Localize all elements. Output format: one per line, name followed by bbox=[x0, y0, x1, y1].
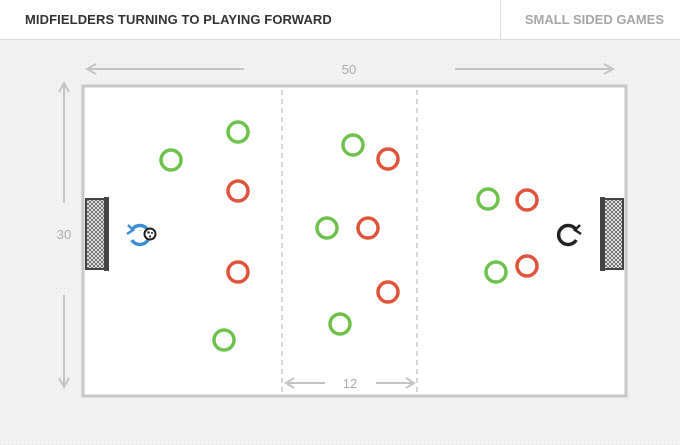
width-dimension: 50 bbox=[84, 62, 616, 77]
zone-dimension: 12 bbox=[284, 376, 416, 391]
zone-label: 12 bbox=[343, 376, 357, 391]
green-player bbox=[212, 328, 236, 352]
pitch bbox=[81, 84, 628, 398]
red-player bbox=[356, 216, 380, 240]
green-player bbox=[476, 187, 500, 211]
green-player bbox=[484, 260, 508, 284]
goal-right-icon bbox=[600, 197, 624, 271]
header-divider bbox=[500, 0, 501, 40]
header-bar: MIDFIELDERS TURNING TO PLAYING FORWARD S… bbox=[0, 0, 680, 40]
defender-arrowhead-icon bbox=[573, 224, 582, 236]
height-label: 30 bbox=[57, 227, 71, 242]
red-player bbox=[226, 260, 250, 284]
green-player bbox=[328, 312, 352, 336]
goal-left-icon bbox=[85, 197, 109, 271]
red-player bbox=[376, 147, 400, 171]
dimension-arrow-icon bbox=[84, 63, 97, 75]
red-player bbox=[515, 188, 539, 212]
ball-icon bbox=[143, 227, 157, 241]
dimension-arrow-icon bbox=[58, 80, 70, 93]
width-label: 50 bbox=[342, 62, 356, 77]
drill-diagram: 50 30 12 bbox=[0, 40, 680, 445]
green-player bbox=[226, 120, 250, 144]
height-dimension: 30 bbox=[57, 80, 71, 390]
dimension-arrow-icon bbox=[58, 377, 70, 390]
drill-title: MIDFIELDERS TURNING TO PLAYING FORWARD bbox=[25, 12, 332, 27]
green-player bbox=[315, 216, 339, 240]
dimension-arrow-icon bbox=[284, 377, 295, 389]
turn-arrowhead-icon bbox=[126, 224, 135, 236]
red-player bbox=[515, 254, 539, 278]
red-player bbox=[376, 280, 400, 304]
red-player bbox=[226, 179, 250, 203]
dimension-arrow-icon bbox=[405, 377, 416, 389]
green-player bbox=[159, 148, 183, 172]
green-player bbox=[341, 133, 365, 157]
drill-category: SMALL SIDED GAMES bbox=[524, 12, 664, 27]
defender-icon bbox=[556, 223, 578, 247]
dimension-arrow-icon bbox=[603, 63, 616, 75]
